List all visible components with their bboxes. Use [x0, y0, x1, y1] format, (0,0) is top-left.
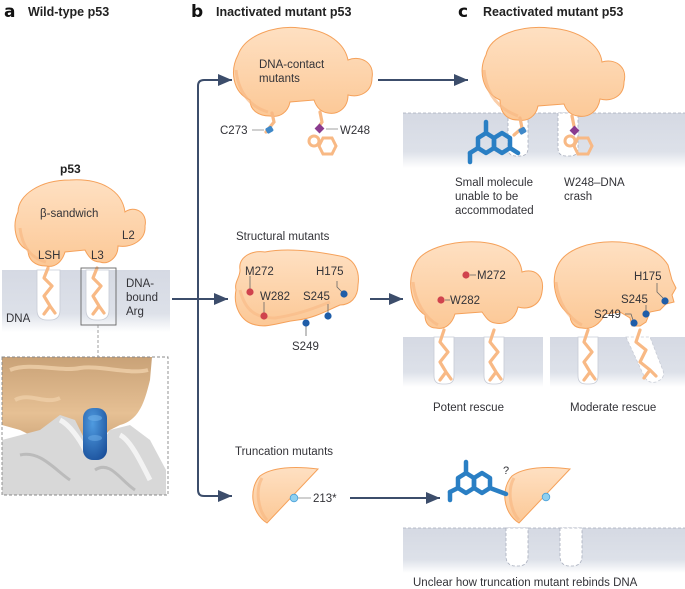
m272-label-c: M272 — [477, 270, 506, 282]
dna-band-moderate — [550, 337, 685, 387]
small-molecule-caption-line1: Small molecule — [455, 177, 533, 189]
s249-marker-c — [630, 319, 638, 327]
arg-label-line2: bound — [126, 292, 158, 304]
w282-label-c: W282 — [450, 295, 480, 307]
beta-sandwich-label: β-sandwich — [40, 208, 98, 220]
small-molecule-icon — [467, 119, 521, 165]
small-molecule-caption-line2: unable to be — [455, 191, 518, 203]
panel-b-title: Inactivated mutant p53 — [216, 5, 351, 19]
dna-contact-label-line1: DNA-contact — [259, 59, 325, 71]
arg-label-line3: Arg — [126, 306, 144, 318]
s245-marker — [324, 312, 332, 320]
w248-marker — [314, 123, 325, 134]
s245-label-c: S245 — [621, 294, 648, 306]
m272-marker — [246, 288, 254, 296]
structural-mutants-label: Structural mutants — [236, 231, 330, 243]
c273-marker — [265, 125, 274, 134]
s249-label: S249 — [292, 341, 319, 353]
panel-b-letter: b — [191, 2, 203, 22]
dna-contact-mutant-protein — [233, 26, 373, 117]
dna-contact-label-line2: mutants — [259, 73, 300, 85]
l2-label: L2 — [122, 230, 135, 242]
truncation-caption-c: Unclear how truncation mutant rebinds DN… — [413, 577, 638, 589]
w248-crash-caption-line1: W248–DNA — [564, 177, 625, 189]
arg-label-line1: DNA- — [126, 278, 154, 290]
potent-rescue-caption: Potent rescue — [433, 402, 504, 414]
truncation-213-marker-c — [541, 492, 551, 502]
dna-band-c-top — [403, 113, 685, 168]
dna-band-potent — [403, 337, 543, 387]
h175-marker-c — [661, 297, 669, 305]
lsh-label: LSH — [38, 250, 60, 262]
arginine-sidechain-left — [42, 266, 57, 316]
s245-label: S245 — [303, 291, 330, 303]
p53-label: p53 — [60, 162, 81, 176]
wild-type-p53-protein — [14, 179, 146, 267]
panel-a: a Wild-type p53 p53 β-sandwich L2 LSH L3… — [1, 2, 170, 496]
l3-label: L3 — [91, 250, 104, 262]
tryptophan-ring-icon — [307, 134, 338, 156]
truncation-protein-c — [504, 467, 572, 524]
arginine-residue-blue — [83, 408, 107, 460]
dna-groove-right — [85, 269, 110, 321]
truncation-213-marker — [289, 493, 299, 503]
arginine-sidechain-right — [91, 266, 106, 316]
truncation-213-label: 213* — [313, 493, 337, 505]
dna-label: DNA — [6, 313, 31, 325]
truncation-mutants-label: Truncation mutants — [235, 446, 333, 458]
w248-marker-c — [569, 125, 580, 136]
c273-label: C273 — [220, 125, 248, 137]
moderate-rescue-protein — [553, 241, 677, 329]
question-mark: ? — [503, 465, 509, 477]
w248-label: W248 — [340, 125, 370, 137]
panel-c-title: Reactivated mutant p53 — [483, 5, 623, 19]
branch-connector — [197, 79, 232, 497]
s249-marker — [302, 319, 310, 327]
structure-inset — [1, 356, 169, 496]
tryptophan-ring-icon-c — [563, 134, 594, 156]
reactivated-dna-contact-protein — [481, 26, 626, 121]
dna-groove-left — [36, 269, 61, 321]
w282-label: W282 — [260, 291, 290, 303]
small-molecule-icon-truncation — [447, 459, 509, 503]
potent-rescue-protein — [410, 241, 544, 329]
truncation-mutant-protein — [252, 467, 320, 524]
panel-c-letter: c — [458, 2, 468, 22]
h175-marker — [340, 290, 348, 298]
m272-marker-c — [462, 271, 470, 279]
h175-label: H175 — [316, 266, 344, 278]
s245-marker-c — [642, 310, 650, 318]
w282-marker — [260, 312, 268, 320]
zoom-region-box — [80, 267, 117, 326]
w248-crash-caption-line2: crash — [564, 191, 592, 203]
h175-label-c: H175 — [634, 271, 662, 283]
small-molecule-caption-line3: accommodated — [455, 205, 534, 217]
panel-a-letter: a — [4, 2, 15, 22]
m272-label: M272 — [245, 266, 274, 278]
c273-marker-c — [518, 126, 527, 135]
w282-marker-c — [437, 296, 445, 304]
panel-b: b Inactivated mutant p53 DNA-contact mut… — [172, 2, 468, 524]
dna-band-c-bottom — [403, 528, 685, 573]
moderate-rescue-caption: Moderate rescue — [570, 402, 656, 414]
panel-a-title: Wild-type p53 — [28, 5, 109, 19]
s249-label-c: S249 — [594, 309, 621, 321]
panel-c: c Reactivated mutant p53 Small molecule … — [403, 2, 685, 589]
